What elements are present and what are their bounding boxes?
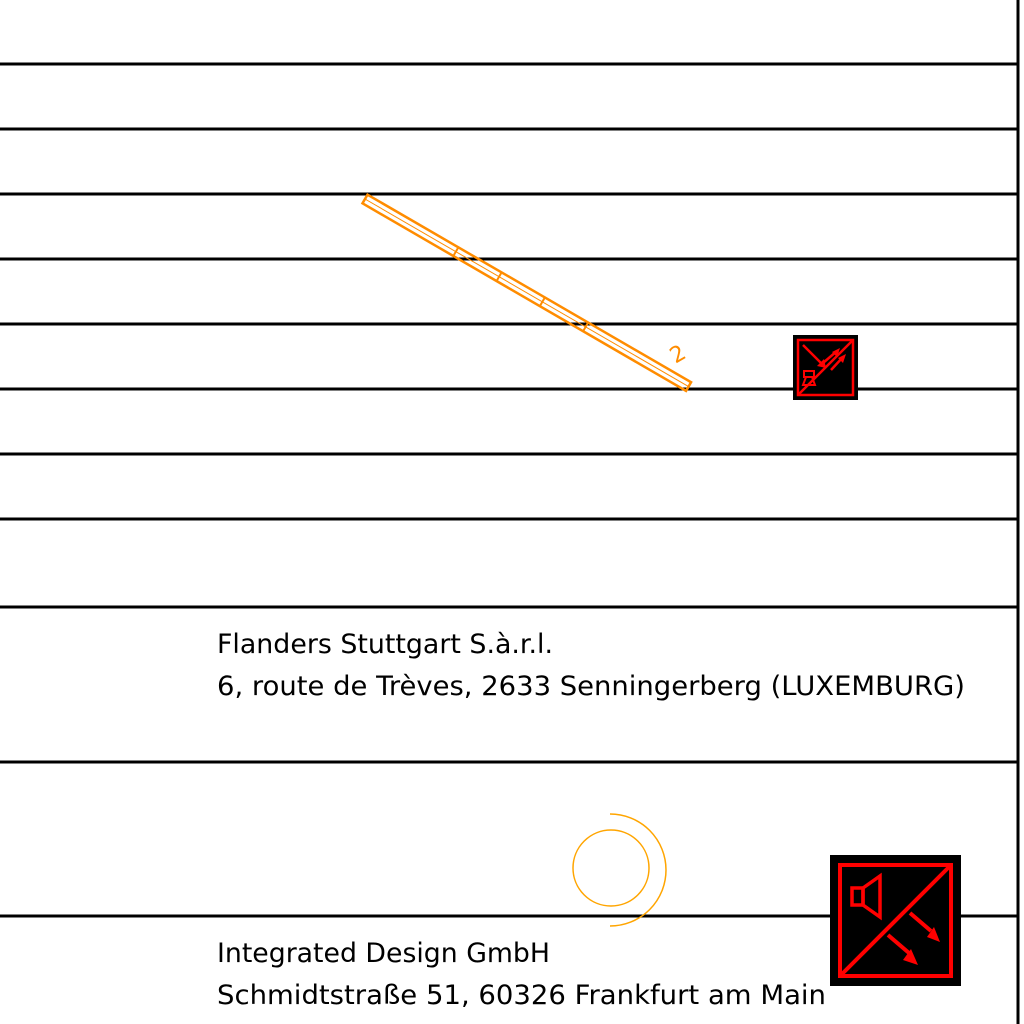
company-1-address: 6, route de Trèves, 2633 Senningerberg (… [217, 671, 965, 702]
company-1-name: Flanders Stuttgart S.à.r.l. [217, 629, 553, 660]
speaker-arrows-icon-small [793, 335, 858, 400]
speaker-arrows-icon-large [830, 855, 961, 986]
company-2-address: Schmidtstraße 51, 60326 Frankfurt am Mai… [217, 980, 826, 1011]
company-2-name: Integrated Design GmbH [217, 938, 550, 969]
horizontal-lines [0, 62, 1018, 918]
dimension-label: 2 [666, 340, 691, 369]
orange-circle-arc-icon [572, 813, 667, 927]
orange-diagonal-beam [360, 192, 693, 393]
